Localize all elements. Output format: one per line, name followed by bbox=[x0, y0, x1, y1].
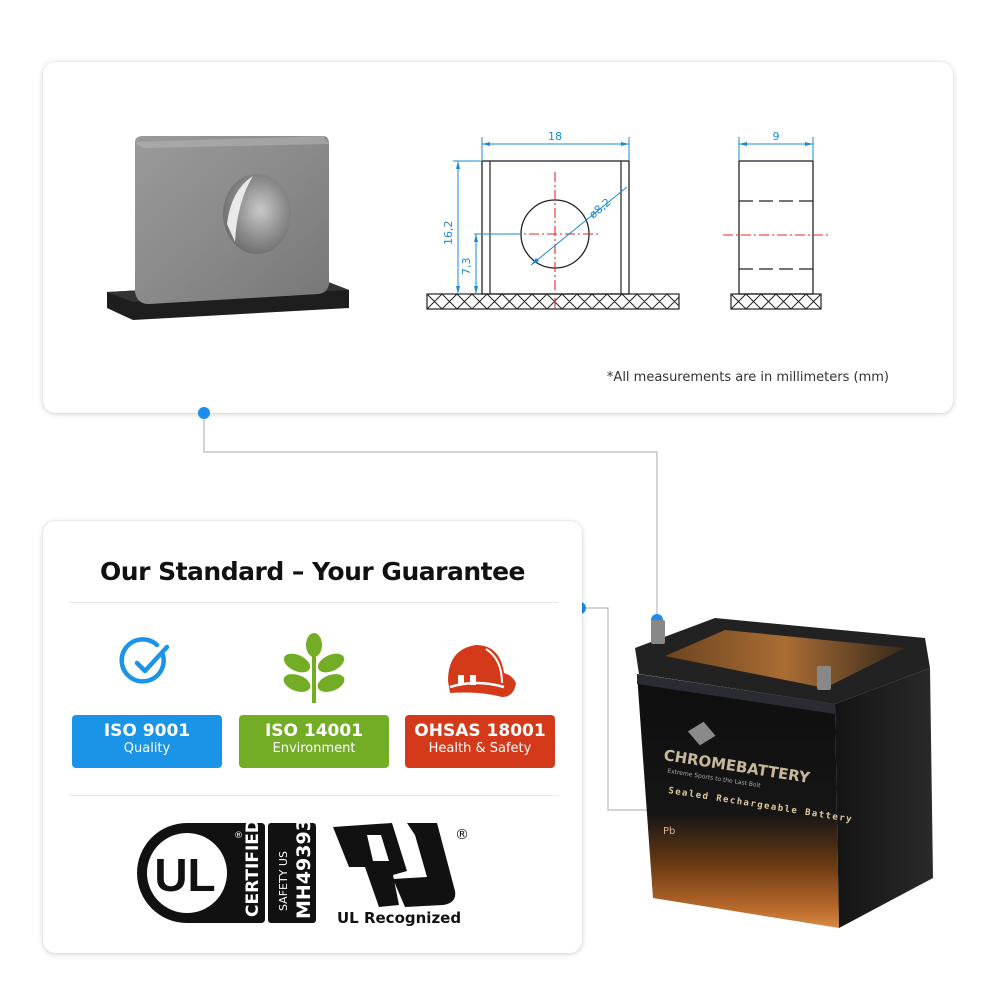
hard-hat-icon bbox=[448, 645, 516, 697]
badge-subtitle: Health & Safety bbox=[428, 741, 532, 756]
badge-title: ISO 9001 bbox=[103, 721, 191, 741]
divider bbox=[69, 795, 559, 796]
depth-dimension-label: 9 bbox=[773, 130, 780, 143]
svg-text:®: ® bbox=[234, 831, 243, 841]
svg-text:UL: UL bbox=[154, 849, 215, 901]
center-height-dimension-label: 7,3 bbox=[460, 258, 473, 276]
badge-title: OHSAS 18001 bbox=[414, 721, 546, 741]
divider bbox=[69, 602, 559, 603]
svg-text:®: ® bbox=[455, 827, 469, 843]
connector-dot-top bbox=[198, 407, 210, 419]
ul-logos: UL CERTIFIED ® SAFETY US MH49393 ® UL Re… bbox=[137, 819, 469, 927]
measurement-units-note: *All measurements are in millimeters (mm… bbox=[606, 370, 889, 385]
ul-recognized-logo-icon: ® UL Recognized bbox=[333, 823, 469, 927]
svg-text:Pb: Pb bbox=[663, 826, 675, 837]
cert-iso-9001: ISO 9001 Quality bbox=[72, 633, 222, 769]
badge-subtitle: Quality bbox=[123, 741, 171, 756]
ul-certified-logo-icon: UL CERTIFIED ® SAFETY US MH49393 bbox=[137, 819, 316, 923]
bracket-3d-render-icon bbox=[107, 136, 349, 320]
badge-title: ISO 14001 bbox=[264, 721, 364, 741]
hole-diameter-label: ø8,2 bbox=[587, 196, 614, 222]
iso-9001-badge: ISO 9001 Quality bbox=[72, 715, 222, 768]
battery-product-image: CHROMEBATTERY Extreme Sports to the Last… bbox=[635, 618, 933, 928]
svg-text:SAFETY US: SAFETY US bbox=[277, 851, 290, 911]
leaf-plant-icon bbox=[283, 633, 345, 703]
cert-iso-14001: ISO 14001 Environment bbox=[239, 633, 389, 769]
ohsas-18001-badge: OHSAS 18001 Health & Safety bbox=[405, 715, 555, 768]
iso-14001-badge: ISO 14001 Environment bbox=[239, 715, 389, 768]
width-dimension-label: 18 bbox=[548, 130, 562, 143]
svg-text:UL Recognized: UL Recognized bbox=[337, 909, 461, 927]
guarantee-title: Our Standard – Your Guarantee bbox=[100, 557, 525, 586]
svg-text:CERTIFIED: CERTIFIED bbox=[243, 819, 263, 917]
height-dimension-label: 16,2 bbox=[442, 221, 455, 246]
dimensions-card: 18 16,2 7,3 ø8,2 9 *All measurements are… bbox=[43, 62, 953, 413]
badge-subtitle: Environment bbox=[272, 741, 356, 756]
side-view-drawing: 9 bbox=[723, 130, 831, 310]
cert-ohsas-18001: OHSAS 18001 Health & Safety bbox=[405, 633, 555, 769]
svg-text:MH49393: MH49393 bbox=[293, 819, 315, 919]
checkmark-circle-icon bbox=[119, 637, 170, 684]
front-view-drawing: 18 16,2 7,3 ø8,2 bbox=[426, 130, 680, 310]
guarantee-card: Our Standard – Your Guarantee ISO 9001 Q… bbox=[43, 521, 582, 953]
